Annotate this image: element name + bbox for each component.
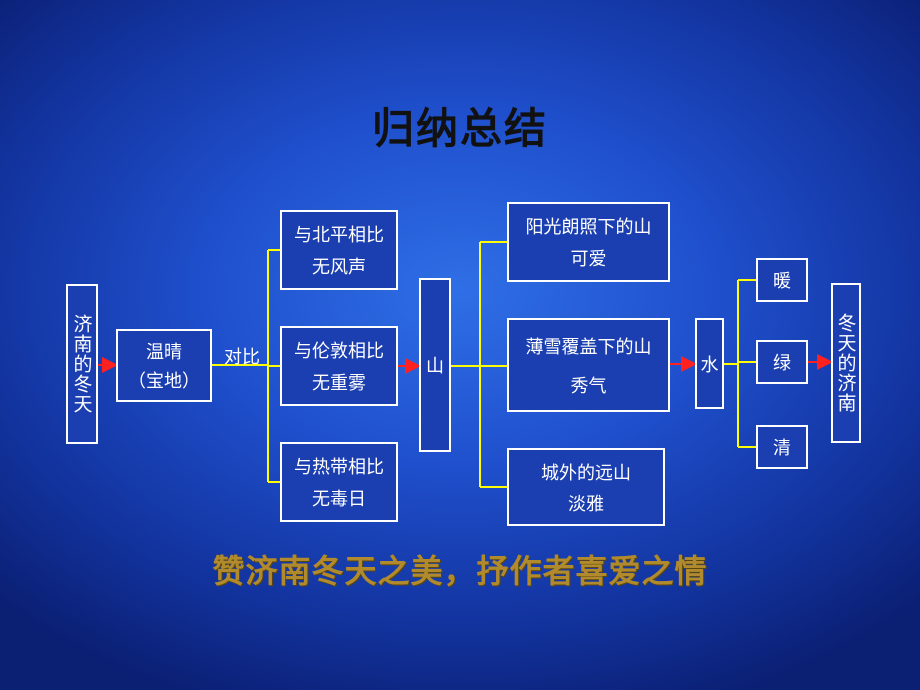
- page-title: 归纳总结: [371, 104, 548, 153]
- comparison-line2: 无风声: [312, 257, 366, 278]
- mountain-view-line2: 淡雅: [568, 493, 604, 515]
- start-node: 济南的冬天: [66, 284, 98, 444]
- water-trait-node: 清: [756, 425, 808, 469]
- water-trait-node: 绿: [756, 340, 808, 384]
- water-label: 水: [700, 354, 719, 376]
- water-trait-label: 暖: [773, 271, 791, 292]
- water-node: 水: [695, 318, 724, 409]
- warm-node: 温晴 （宝地）: [116, 329, 212, 402]
- end-node: 冬天的济南: [831, 283, 861, 443]
- comparison-line2: 无重雾: [312, 373, 366, 394]
- comparison-node: 与北平相比 无风声: [280, 210, 398, 290]
- water-trait-label: 清: [773, 438, 791, 459]
- water-trait-node: 暖: [756, 258, 808, 302]
- water-trait-label: 绿: [773, 353, 791, 374]
- mountain-view-line1: 阳光朗照下的山: [525, 217, 652, 238]
- mountain-view-line2: 秀气: [570, 375, 607, 397]
- warm-node-line2: （宝地）: [128, 370, 200, 392]
- mountain-view-node: 城外的远山 淡雅: [507, 448, 665, 526]
- comparison-node: 与伦敦相比 无重雾: [280, 326, 398, 406]
- mountain-view-line2: 可爱: [570, 249, 607, 270]
- contrast-label: 对比: [224, 347, 260, 368]
- mountain-view-line1: 薄雪覆盖下的山: [525, 336, 652, 358]
- comparison-line1: 与伦敦相比: [294, 341, 384, 362]
- warm-node-line1: 温晴: [146, 342, 182, 364]
- mountain-view-node: 薄雪覆盖下的山 秀气: [507, 318, 670, 412]
- comparison-line2: 无毒日: [312, 489, 366, 510]
- mountain-view-node: 阳光朗照下的山 可爱: [507, 202, 670, 282]
- mountain-view-line1: 城外的远山: [541, 462, 631, 484]
- comparison-node: 与热带相比 无毒日: [280, 442, 398, 522]
- comparison-line1: 与热带相比: [294, 457, 384, 478]
- end-node-label: 冬天的济南: [834, 313, 857, 413]
- comparison-line1: 与北平相比: [294, 225, 384, 246]
- summary-text: 赞济南冬天之美，抒作者喜爱之情: [212, 552, 708, 590]
- mountain-node: 山: [419, 278, 451, 452]
- start-node-label: 济南的冬天: [70, 314, 93, 414]
- mountain-label: 山: [426, 356, 444, 377]
